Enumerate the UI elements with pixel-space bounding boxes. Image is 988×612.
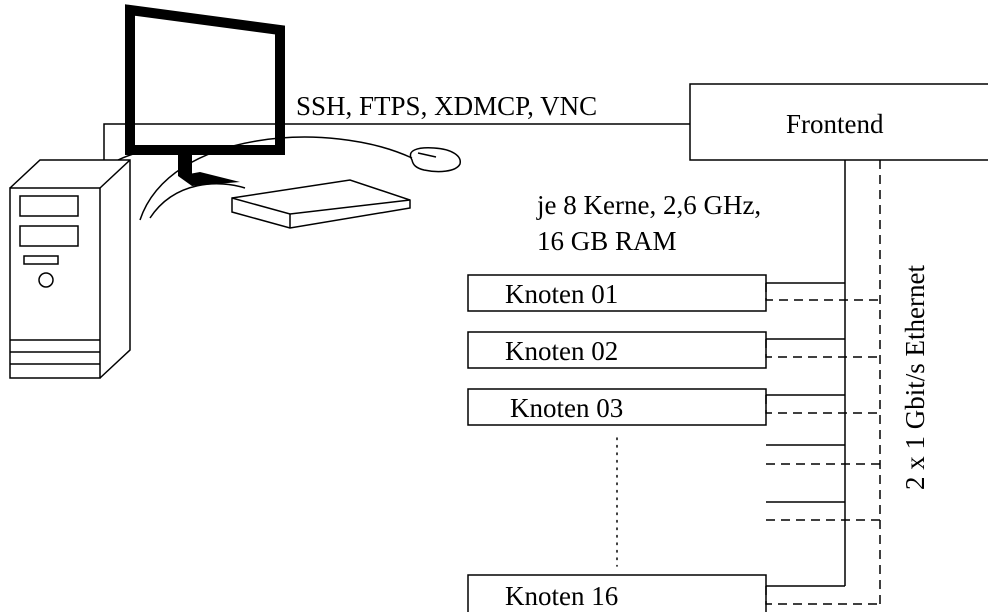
- node-knoten-02: Knoten 02: [467, 331, 767, 369]
- node-label: Knoten 16: [505, 581, 618, 611]
- frontend-box: Frontend: [689, 83, 988, 161]
- monitor-icon: [125, 4, 285, 186]
- keyboard-icon: [231, 179, 411, 229]
- node-knoten-01: Knoten 01: [467, 274, 767, 312]
- node-knoten-16: Knoten 16: [467, 574, 767, 612]
- desktop-computer-icon: [9, 159, 131, 379]
- node-knoten-03: Knoten 03: [467, 388, 767, 426]
- ethernet-label: 2 x 1 Gbit/s Ethernet: [900, 265, 930, 490]
- node-label: Knoten 01: [505, 279, 618, 309]
- node-links: [765, 282, 880, 605]
- frontend-label: Frontend: [786, 109, 884, 139]
- node-spec-line2: 16 GB RAM: [537, 226, 677, 256]
- node-label: Knoten 03: [510, 393, 623, 423]
- node-label: Knoten 02: [505, 336, 618, 366]
- connection-protocols-label: SSH, FTPS, XDMCP, VNC: [296, 91, 597, 121]
- node-spec-line1: je 8 Kerne, 2,6 GHz,: [536, 190, 761, 220]
- cables: [103, 123, 690, 221]
- mouse-icon: [409, 147, 461, 173]
